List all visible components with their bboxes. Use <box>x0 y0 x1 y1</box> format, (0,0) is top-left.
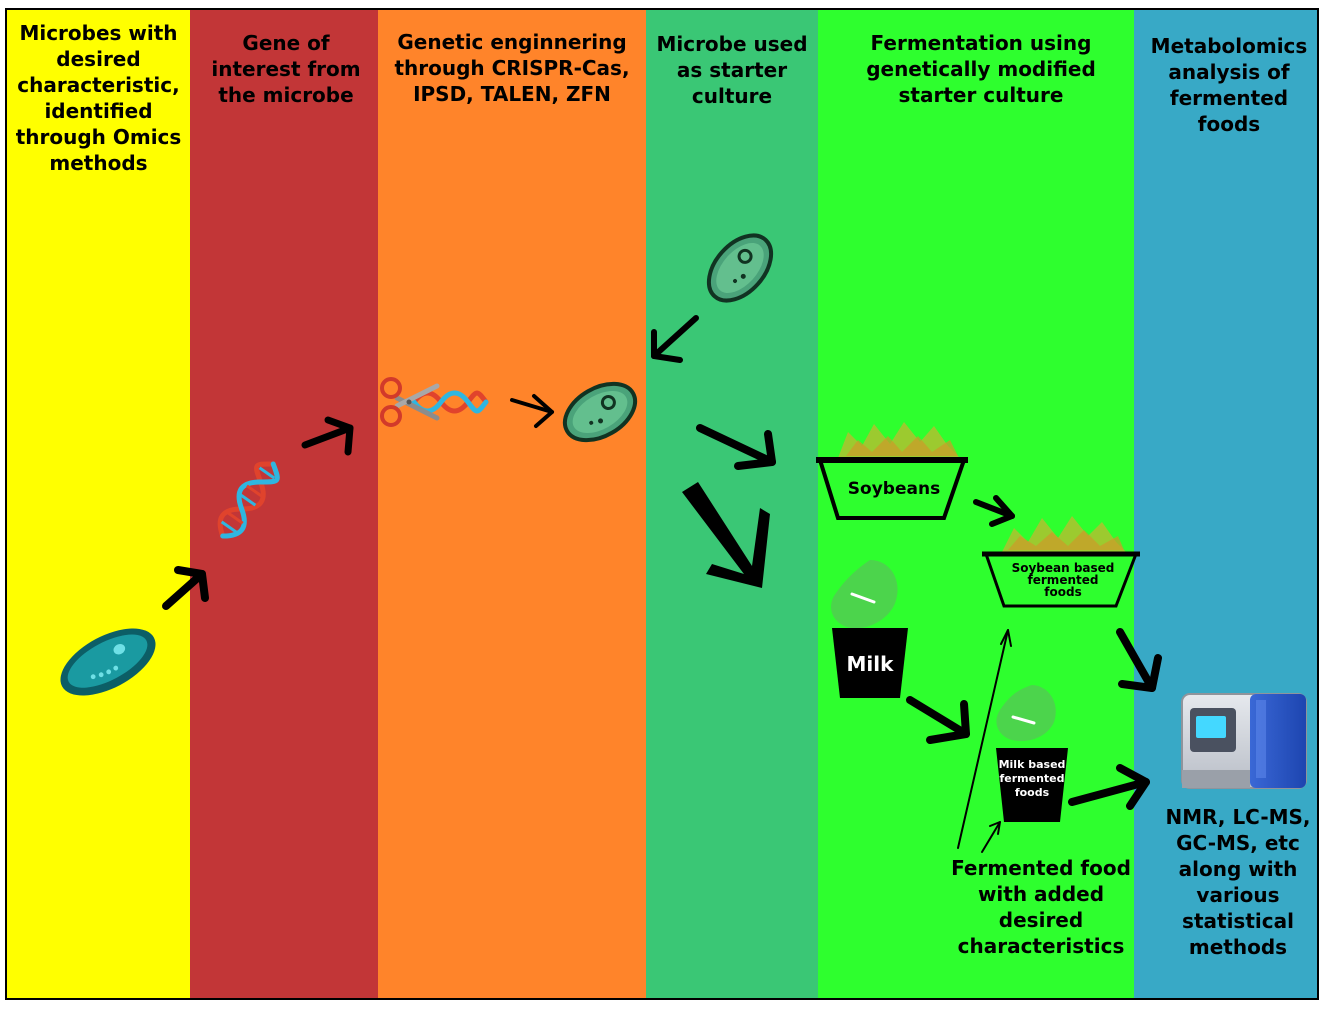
panel-title-gene: Gene of interest from the microbe <box>211 31 361 107</box>
panel-title-starter-culture: Microbe used as starter culture <box>656 32 808 108</box>
microbe-icon <box>706 233 774 303</box>
milk-cup-icon <box>831 560 908 698</box>
panel-starter-culture <box>646 8 818 1000</box>
arrow-soy-fermented-to-analysis <box>1116 628 1162 692</box>
soybean-bowl-icon <box>982 516 1140 608</box>
panel-omics <box>7 8 190 1000</box>
milk-label: Milk <box>846 652 894 676</box>
scissors-dna-icon <box>380 377 489 427</box>
arrow-starter-to-soybeans <box>696 424 776 470</box>
analyzer-instrument-icon <box>1181 693 1307 789</box>
microbe-icon <box>562 381 638 443</box>
fermented-food-note: Fermented food with added desired charac… <box>951 856 1131 958</box>
analysis-methods-label: NMR, LC-MS, GC-MS, etc along with variou… <box>1165 805 1311 959</box>
bacterium-icon <box>60 628 156 696</box>
soybean-bowl-icon <box>816 422 968 520</box>
arrow-engineering-to-microbe <box>510 394 554 428</box>
soybeans-label: Soybeans <box>847 479 941 499</box>
arrow-soybeans-to-fermented <box>973 495 1015 527</box>
milk-cup-icon <box>996 685 1068 822</box>
panel-metabolomics <box>1134 8 1318 1000</box>
arrow-microbe-to-starter <box>651 315 699 363</box>
panel-gene <box>190 8 378 1000</box>
panel-title-metabolomics: Metabolomics analysis of fermented foods <box>1150 34 1308 136</box>
panel-title-omics: Microbes with desired characteristic, id… <box>15 21 182 175</box>
panel-genetic-engineering <box>378 8 646 1000</box>
panel-title-genetic-engineering: Genetic enginnering through CRISPR-Cas, … <box>394 30 630 106</box>
arrow-starter-to-milk <box>682 482 770 588</box>
pointer-to-milk-fermented <box>981 821 1001 853</box>
arrow-gene-to-engineering <box>301 416 354 456</box>
dna-icon <box>217 461 280 539</box>
arrow-bacterium-to-gene <box>162 566 209 610</box>
panel-title-fermentation: Fermentation using genetically modified … <box>866 31 1096 107</box>
arrow-milk-fermented-to-analysis <box>1068 764 1150 810</box>
pointer-to-soy-fermented <box>957 629 1012 849</box>
arrow-milk-to-fermented <box>906 696 970 744</box>
milk-fermented-label: Milk based fermented foods <box>998 758 1066 799</box>
soy-fermented-label: Soybean based fermented foods <box>1011 561 1115 599</box>
